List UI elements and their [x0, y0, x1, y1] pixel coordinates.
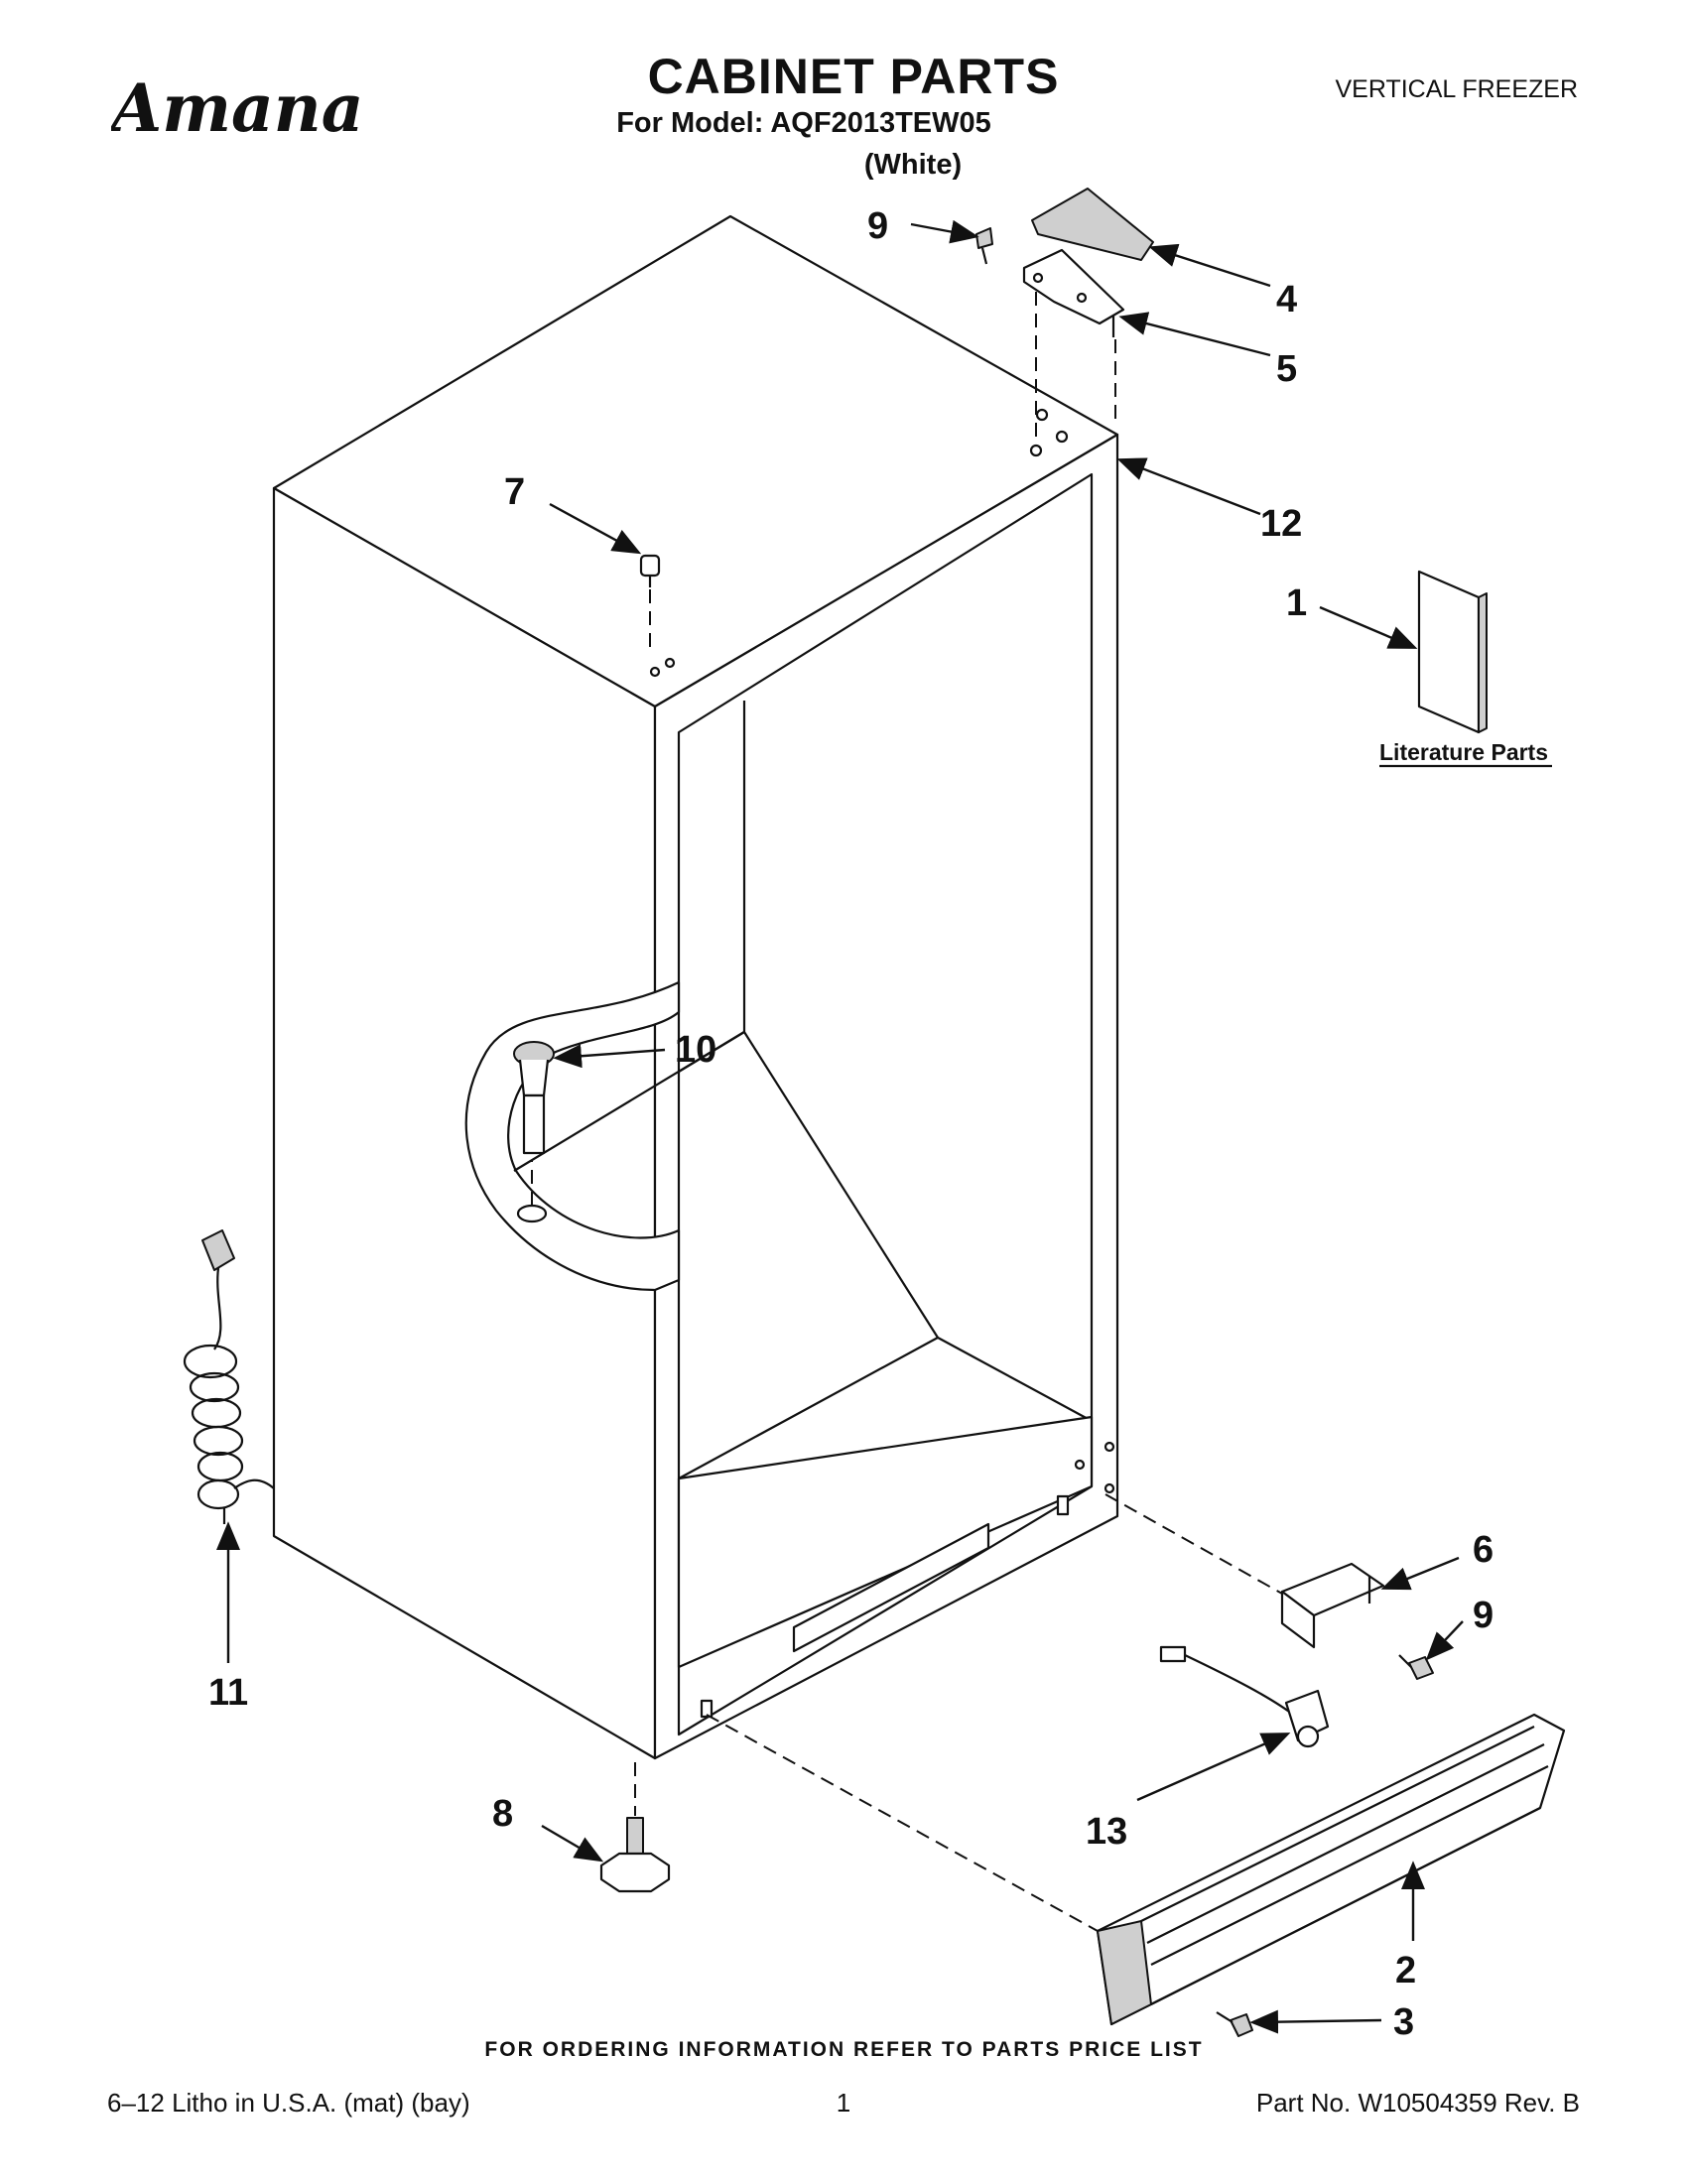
leveling-leg-part — [599, 1762, 671, 1893]
callout-13: 13 — [1086, 1811, 1127, 1853]
callout-12: 12 — [1260, 503, 1302, 545]
model-line: For Model: AQF2013TEW05 — [616, 107, 991, 139]
screw-bottom-part — [1398, 1654, 1434, 1680]
amana-logo: Amana — [111, 69, 364, 147]
footer-litho: 6–12 Litho in U.S.A. (mat) (bay) — [107, 2088, 470, 2118]
callout-11: 11 — [208, 1672, 248, 1714]
power-cord-part — [183, 1229, 275, 1524]
callout-3: 3 — [1393, 2001, 1414, 2043]
grille-screw-part — [1216, 2011, 1253, 2037]
cabinet-side — [272, 486, 657, 1760]
callout-8: 8 — [492, 1793, 513, 1835]
callout-9-bottom: 9 — [1473, 1595, 1493, 1636]
cabinet — [272, 214, 1119, 1760]
callout-1: 1 — [1286, 582, 1307, 624]
callout-9-top: 9 — [867, 205, 888, 247]
plug-part — [639, 554, 661, 655]
harness-part — [1159, 1645, 1330, 1748]
callout-7: 7 — [504, 471, 525, 513]
screw-top-part — [975, 227, 993, 265]
toe-grille-part — [706, 1713, 1566, 2026]
callout-4: 4 — [1276, 279, 1297, 321]
page-number: 1 — [836, 2088, 851, 2118]
literature-parts-label: Literature Parts — [1379, 739, 1548, 765]
product-type: VERTICAL FREEZER — [1335, 75, 1579, 103]
hinge-bracket-part — [1022, 248, 1125, 325]
literature-part — [1417, 570, 1488, 734]
page-title: CABINET PARTS — [647, 49, 1060, 104]
drain-tube-part — [513, 1041, 555, 1155]
lower-hinge-part — [1104, 1493, 1385, 1649]
part-number: Part No. W10504359 Rev. B — [1255, 2088, 1580, 2118]
color-line: (White) — [863, 149, 963, 181]
callout-6: 6 — [1473, 1529, 1493, 1571]
callout-10: 10 — [675, 1029, 716, 1071]
amana-logo-text: Amana — [111, 69, 364, 147]
cabinet-base — [677, 1415, 1094, 1669]
callout-5: 5 — [1276, 348, 1297, 390]
ordering-note: FOR ORDERING INFORMATION REFER TO PARTS … — [484, 2038, 1204, 2061]
callout-2: 2 — [1395, 1950, 1416, 1991]
vent-slot — [792, 1522, 990, 1653]
hinge-cover-part — [1031, 188, 1154, 261]
